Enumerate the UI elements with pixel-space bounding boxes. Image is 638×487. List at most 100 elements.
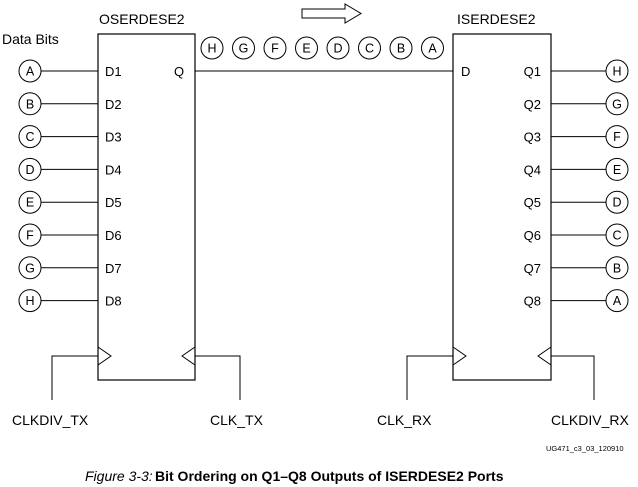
output-bit-g: G	[605, 92, 629, 116]
oserdes-clk-wire	[195, 355, 241, 400]
output-bit-c: C	[605, 223, 629, 247]
bit-circle	[326, 36, 350, 60]
bit-letter: A	[613, 294, 622, 308]
bit-letter: E	[613, 163, 621, 177]
iserdes-block	[452, 33, 552, 381]
stream-bit-a: A	[421, 36, 444, 60]
stream-bit-d: D	[326, 36, 350, 60]
bit-circle	[605, 59, 629, 83]
stream-bit-e: E	[295, 36, 318, 60]
bit-circle	[263, 36, 287, 60]
stream-bit-b: B	[389, 36, 413, 60]
clk-tx-label: CLK_TX	[210, 412, 264, 428]
iserdes-pin-q2: Q2	[524, 97, 541, 112]
bit-circle	[358, 36, 381, 60]
bit-letter: G	[239, 42, 249, 56]
output-bit-d: D	[605, 190, 629, 214]
bit-letter: D	[612, 196, 621, 210]
bit-letter: D	[333, 42, 342, 56]
bit-letter: G	[25, 261, 35, 275]
bit-circle	[200, 36, 224, 60]
iserdes-clk-triangle	[452, 346, 467, 366]
input-bit-c: C	[18, 125, 42, 149]
iserdes-clkdiv-triangle	[537, 346, 552, 366]
bit-letter: C	[365, 42, 374, 56]
oserdes-pin-d4: D4	[105, 162, 122, 177]
bit-letter: F	[26, 229, 34, 243]
bit-letter: C	[612, 229, 621, 243]
bit-circle	[605, 223, 629, 247]
input-bit-g: G	[18, 256, 42, 280]
clk-rx-label: CLK_RX	[377, 412, 432, 428]
iserdes-pin-q3: Q3	[524, 130, 541, 145]
input-bit-a: A	[18, 59, 42, 83]
bit-letter: F	[271, 42, 279, 56]
bit-circle	[421, 36, 444, 60]
output-bit-a: A	[605, 289, 629, 313]
iserdes-title: ISERDESE2	[457, 11, 536, 27]
oserdes-clk-triangle	[181, 346, 196, 366]
iserdes-pin-q1: Q1	[524, 64, 541, 79]
doc-id: UG471_c3_03_120910	[546, 444, 624, 453]
bit-letter: E	[26, 196, 34, 210]
bit-circle	[605, 256, 629, 280]
bit-letter: H	[25, 294, 34, 308]
clkdiv-tx-label: CLKDIV_TX	[12, 412, 89, 428]
bit-letter: B	[397, 42, 405, 56]
bit-letter: G	[612, 97, 622, 111]
bit-circle	[232, 36, 255, 60]
input-bit-h: H	[18, 289, 42, 313]
bit-circle	[605, 92, 629, 116]
bit-circle	[605, 157, 629, 181]
input-bit-e: E	[18, 190, 42, 214]
oserdes-pin-d5: D5	[105, 195, 122, 210]
clkdiv-rx-label: CLKDIV_RX	[551, 412, 629, 428]
oserdes-pin-q: Q	[174, 64, 184, 79]
input-bit-d: D	[18, 157, 42, 181]
oserdes-pin-d6: D6	[105, 228, 122, 243]
bit-letter: H	[207, 42, 216, 56]
oserdes-pin-d2: D2	[105, 97, 122, 112]
bit-circle	[605, 190, 629, 214]
oserdes-pin-d7: D7	[105, 261, 122, 276]
bit-circle	[389, 36, 413, 60]
oserdes-clkdiv-triangle	[97, 346, 112, 366]
caption-number: Figure 3-3:	[85, 468, 153, 484]
bit-letter: A	[428, 42, 437, 56]
bit-circle	[295, 36, 318, 60]
iserdes-pin-q7: Q7	[524, 261, 541, 276]
iserdes-pin-q8: Q8	[524, 294, 541, 309]
bit-letter: H	[612, 65, 621, 79]
caption-title: Bit Ordering on Q1–Q8 Outputs of ISERDES…	[155, 468, 504, 484]
output-bit-h: H	[605, 59, 629, 83]
iserdes-clk-wire	[406, 355, 453, 400]
bit-letter: F	[613, 130, 621, 144]
bit-letter: D	[25, 163, 34, 177]
output-bit-b: B	[605, 256, 629, 280]
stream-bit-h: H	[200, 36, 224, 60]
iserdes-pin-d: D	[461, 64, 470, 79]
bit-letter: B	[26, 97, 34, 111]
stream-bit-g: G	[232, 36, 255, 60]
input-bit-b: B	[18, 92, 42, 116]
output-bit-f: F	[605, 125, 629, 149]
iserdes-clkdiv-wire	[551, 355, 595, 400]
bit-letter: B	[613, 261, 621, 275]
oserdes-pin-d3: D3	[105, 130, 122, 145]
bit-circle	[605, 125, 629, 149]
oserdes-clkdiv-wire	[51, 355, 98, 400]
bit-letter: A	[26, 65, 35, 79]
oserdes-inputs: A D1B D2C D3D D4E D5F D6G D7H D8	[18, 59, 122, 313]
bit-letter: C	[25, 130, 34, 144]
stream-bit-c: C	[358, 36, 381, 60]
bit-circle	[605, 289, 629, 313]
bit-letter: E	[302, 42, 310, 56]
output-bit-e: E	[605, 157, 629, 181]
oserdes-block	[97, 33, 196, 381]
oserdes-pin-d1: D1	[105, 64, 122, 79]
oserdes-pin-d8: D8	[105, 294, 122, 309]
data-bits-label: Data Bits	[2, 31, 59, 47]
